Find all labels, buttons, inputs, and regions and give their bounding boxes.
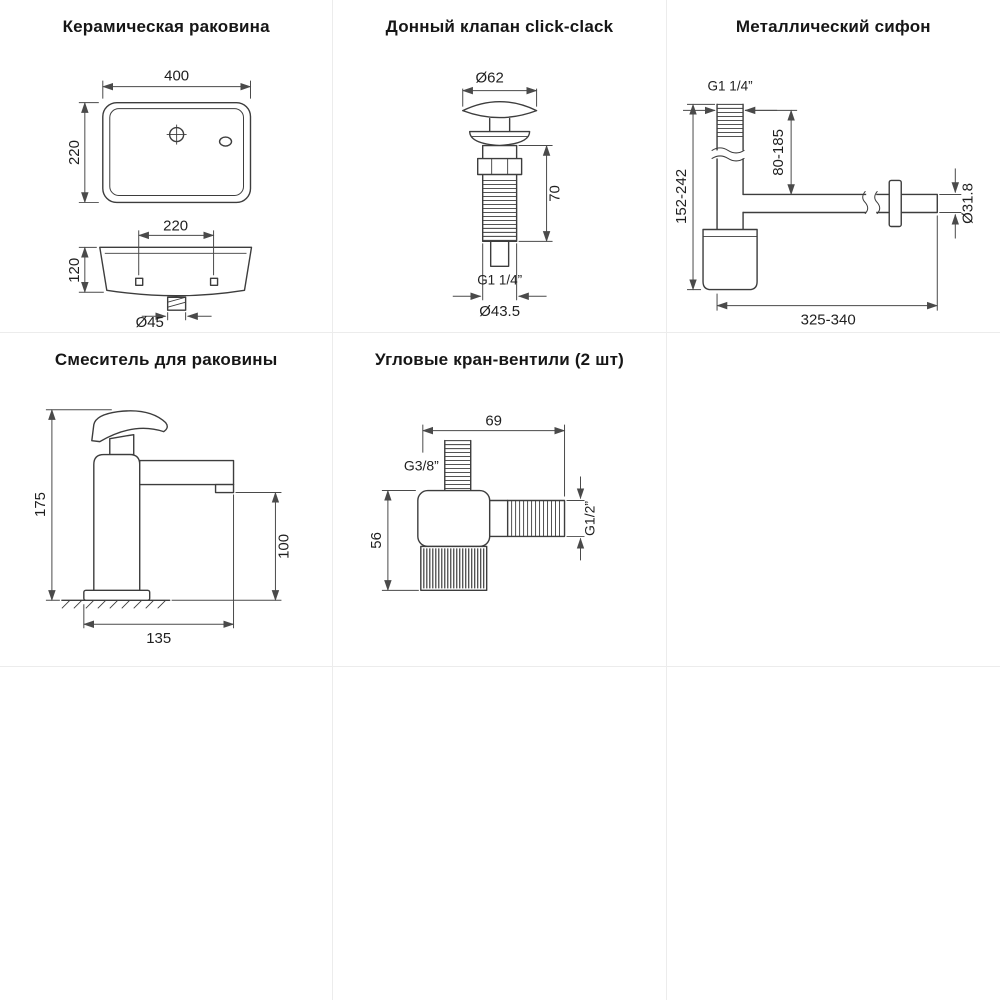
sink-drawing: 400 220 220 120 Ø45 — [66, 68, 253, 332]
panel-siphon: Металлический сифон — [666, 0, 1000, 334]
dim-angle-outlet-thread: G1/2” — [582, 500, 598, 535]
dim-siphon-inlet-height: 80-185 — [770, 129, 787, 176]
mixer-dim-lines — [45, 408, 282, 628]
siphon-dim-lines — [682, 104, 961, 311]
panel-title-angle-valve: Угловые кран-вентили (2 шт) — [374, 350, 625, 370]
siphon-body — [701, 104, 938, 291]
sink-dim-lines-top — [78, 81, 252, 204]
mixer-body — [61, 409, 235, 609]
valve-body — [462, 101, 538, 268]
dim-valve-body-diameter: Ø43.5 — [480, 304, 521, 321]
empty-cell-3 — [333, 666, 667, 1000]
panel-sink: Керамическая раковина 400 — [0, 0, 334, 334]
dim-mixer-spout-height: 100 — [275, 534, 292, 559]
mixer-neck — [109, 433, 135, 456]
dim-angle-inlet-thread: G3/8” — [404, 457, 439, 473]
empty-cell-4 — [667, 667, 1000, 1000]
dim-siphon-pipe-diameter: Ø31.8 — [959, 183, 976, 224]
panel-drain-valve: Донный клапан click-clack — [333, 0, 667, 334]
dim-sink-drain: Ø45 — [136, 315, 164, 332]
valve-dim-lines — [453, 87, 553, 301]
mixer-spout — [139, 459, 235, 485]
dim-mixer-height: 175 — [32, 492, 49, 517]
dim-siphon-thread: G1 1/4” — [707, 79, 752, 94]
empty-cell-2 — [0, 666, 334, 1000]
dim-sink-hole-spacing: 220 — [163, 218, 188, 235]
siphon-drawing: G1 1/4” 80-185 152-242 325-340 Ø31.8 — [673, 79, 976, 329]
panel-title-sink: Керамическая раковина — [62, 17, 270, 36]
dim-mixer-reach: 135 — [146, 630, 171, 647]
panel-angle-valve: Угловые кран-вентили (2 шт) — [333, 333, 667, 667]
dim-sink-height: 120 — [66, 258, 83, 283]
angle-valve-inlet-stub — [444, 439, 472, 491]
panel-title-mixer: Смеситель для раковины — [54, 350, 278, 370]
dim-siphon-length: 325-340 — [800, 312, 855, 329]
sink-front-view — [99, 247, 253, 312]
mixer-handle — [91, 409, 168, 443]
dim-valve-thread: G1 1/4” — [478, 273, 523, 288]
angle-valve-dim-lines — [382, 424, 585, 591]
dim-angle-height: 56 — [368, 532, 385, 549]
drain-valve-drawing: Ø62 70 G1 1/4” Ø43.5 — [453, 70, 564, 321]
dim-valve-height: 70 — [547, 186, 564, 203]
mixer-aerator — [214, 483, 235, 493]
dim-valve-cap: Ø62 — [476, 70, 504, 87]
dim-angle-width: 69 — [486, 412, 503, 429]
dim-sink-depth: 220 — [66, 140, 83, 165]
angle-valve-drawing: 69 G3/8” 56 G1/2” — [368, 412, 598, 591]
panel-title-siphon: Металлический сифон — [735, 17, 931, 36]
angle-valve-body — [417, 439, 566, 591]
panel-mixer: Смеситель для раковины — [0, 333, 334, 667]
dim-sink-width: 400 — [164, 68, 189, 85]
sink-dim-lines-front — [78, 230, 215, 321]
empty-cell-1 — [666, 333, 1000, 667]
dim-siphon-total-height: 152-242 — [673, 169, 690, 224]
panel-title-drain-valve: Донный клапан click-clack — [385, 17, 614, 36]
mixer-drawing: 175 100 135 — [32, 408, 292, 647]
sink-top-view — [102, 102, 252, 204]
